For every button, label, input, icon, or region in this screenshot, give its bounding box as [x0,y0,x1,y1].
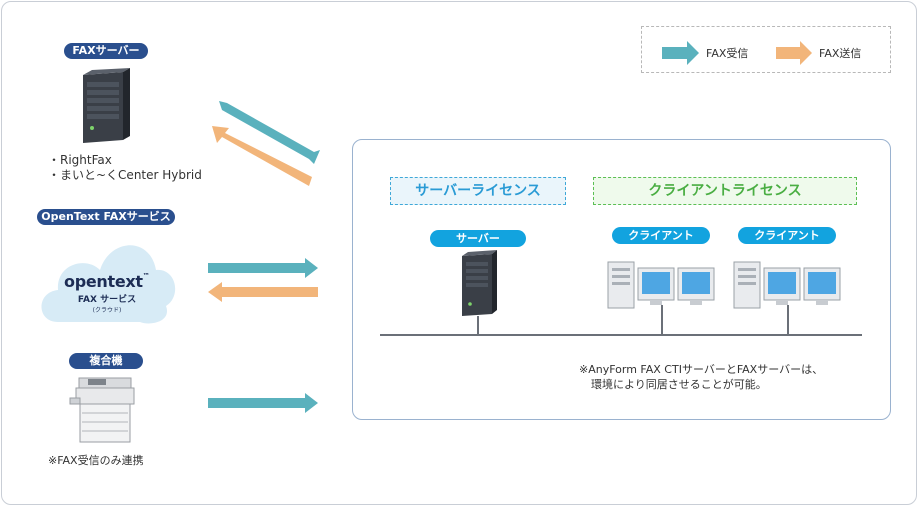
server-license-box: サーバーライセンス [390,177,566,205]
opentext-receive-arrow [208,258,318,278]
cloud-service-label: FAX サービス [77,295,137,305]
fax-server-send-arrow [212,126,312,186]
system-panel [352,139,891,420]
system-note-line2: 環境により同居させることが可能。 [591,378,767,391]
opentext-logo: opentext™ [64,272,150,291]
opentext-title: OpenText FAXサービス [37,209,175,225]
opentext-send-arrow [208,282,318,302]
client-label: クライアント [738,227,836,244]
client-license-box: クライアントライセンス [593,177,857,205]
legend-send-arrow [776,41,812,65]
system-server-icon [462,250,497,316]
legend-send-label: FAX送信 [819,47,862,60]
cloud-label: (クラウド) [92,307,122,314]
legend-arrows [662,41,812,65]
fax-server-title: FAXサーバー [64,43,148,59]
legend: FAX受信 FAX送信 [641,26,891,73]
mfp-note: ※FAX受信のみ連携 [48,454,144,467]
system-note-line1: ※AnyForm FAX CTIサーバーとFAXサーバーは、 [579,363,824,376]
fax-server-icon [83,68,130,143]
cloud-icon [41,245,176,324]
mfp-title: 複合機 [69,353,143,369]
mfp-receive-arrow [208,393,318,413]
server-label: サーバー [430,230,526,247]
legend-receive-label: FAX受信 [706,47,749,60]
client-workstation-icon [733,261,841,309]
client-label: クライアント [612,227,710,244]
opentext-trademark: ™ [142,272,150,280]
client-workstation-icon [607,261,715,309]
fax-server-item: ・まいと~くCenter Hybrid [48,168,202,182]
mfp-icon [69,377,135,443]
fax-server-item: ・RightFax [48,153,112,167]
legend-receive-arrow [662,41,699,65]
fax-server-receive-arrow [219,101,320,164]
opentext-logo-text: opentext [64,272,143,291]
